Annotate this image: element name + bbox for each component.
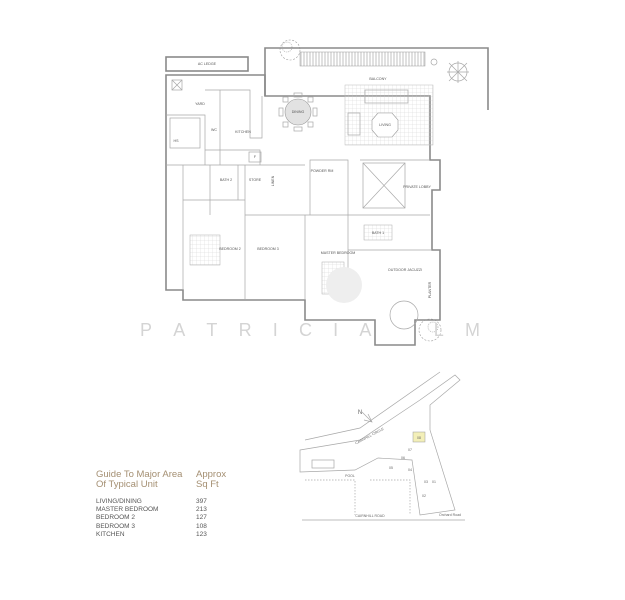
svg-text:06: 06 (401, 456, 405, 460)
svg-text:POOL: POOL (345, 474, 355, 478)
label-bath1: BATH 1 (372, 231, 384, 235)
tree-icon (279, 39, 442, 342)
svg-text:01: 01 (432, 480, 436, 484)
svg-text:07: 07 (408, 448, 412, 452)
svg-text:05: 05 (389, 466, 393, 470)
label-bedroom3: BEDROOM 3 (257, 247, 279, 251)
label-yard: YARD (195, 102, 205, 106)
label-linen: LINEN (271, 175, 275, 186)
label-outdoor-jacuzzi: OUTDOOR JACUZZI (388, 268, 422, 272)
label-bath2: BATH 2 (220, 178, 232, 182)
site-plan: 08 07 06 05 04 03 02 01 POOL CAIRNHILL C… (299, 371, 465, 521)
svg-text:CAIRNHILL CIRCLE: CAIRNHILL CIRCLE (354, 427, 385, 446)
svg-text:CAIRNHILL ROAD: CAIRNHILL ROAD (355, 514, 385, 518)
label-hs: HS (174, 139, 180, 143)
north-arrow-icon: N (358, 410, 362, 416)
label-wc: WC (211, 128, 217, 132)
label-planter: PLANTER (428, 281, 432, 298)
label-store: STORE (249, 178, 262, 182)
label-balcony: BALCONY (369, 77, 387, 81)
watermark: PATRICIALIM (140, 320, 480, 340)
label-fridge: F (254, 155, 257, 159)
label-bedroom2: BEDROOM 2 (219, 247, 241, 251)
label-living: LIVING (379, 123, 391, 127)
patio-table-icon (430, 58, 469, 83)
ac-ledge (165, 56, 249, 72)
label-powder-rm: POWDER RM (311, 169, 334, 173)
balcony-wall (264, 47, 489, 110)
label-kitchen: KITCHEN (235, 130, 251, 134)
svg-text:03: 03 (424, 480, 428, 484)
label-master-bedroom: MASTER BEDROOM (321, 251, 356, 255)
dining-table (278, 92, 318, 132)
label-private-lobby: PRIVATE LOBBY (403, 185, 431, 189)
svg-text:04: 04 (408, 468, 412, 472)
label-ac-ledge: AC LEDGE (198, 62, 217, 66)
svg-text:08: 08 (417, 436, 421, 440)
label-dining: DINING (292, 110, 305, 114)
highlighted-block (412, 431, 426, 443)
svg-text:Orchard Road: Orchard Road (439, 513, 461, 517)
svg-text:02: 02 (422, 494, 426, 498)
